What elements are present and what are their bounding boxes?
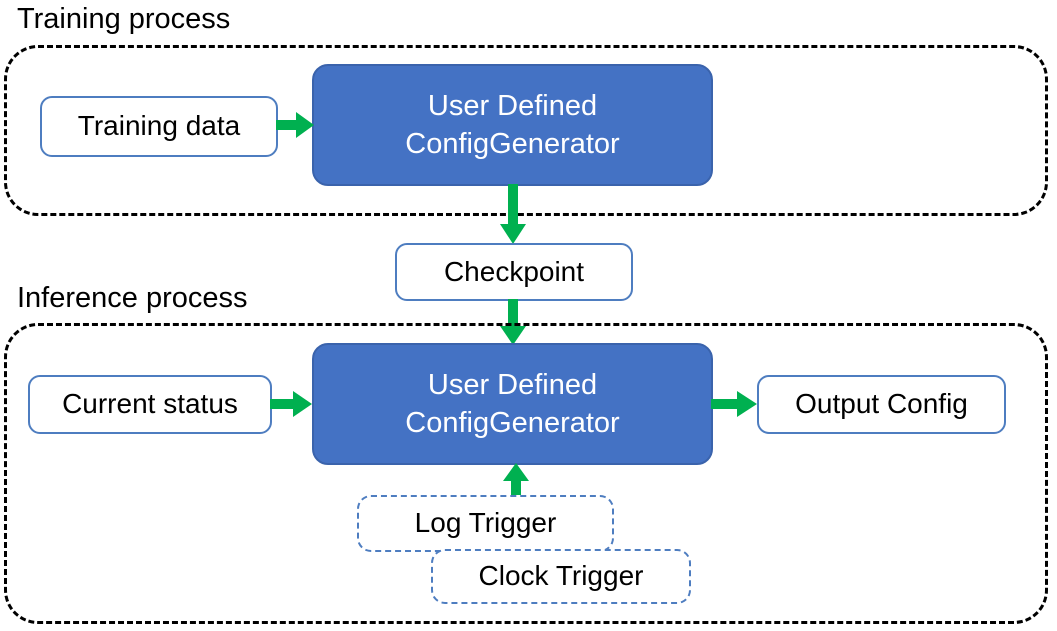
node-log-trigger[interactable]: Log Trigger <box>357 495 614 552</box>
arrow-generator-to-output-config-icon <box>711 389 759 419</box>
generator-training-label-line2: ConfigGenerator <box>405 128 620 160</box>
arrow-current-status-to-generator-icon <box>270 389 314 419</box>
node-checkpoint-label: Checkpoint <box>443 255 585 287</box>
node-clock-trigger-label: Clock Trigger <box>478 560 644 592</box>
node-output-config-label: Output Config <box>795 388 968 420</box>
training-process-container <box>4 45 1048 216</box>
node-clock-trigger[interactable]: Clock Trigger <box>431 549 691 604</box>
inference-process-container <box>4 323 1048 624</box>
node-current-status[interactable]: Current status <box>28 375 272 434</box>
node-log-trigger-label: Log Trigger <box>414 507 557 539</box>
generator-training-label-line1: User Defined <box>427 89 598 122</box>
node-output-config[interactable]: Output Config <box>757 375 1006 434</box>
node-training-data-label: Training data <box>77 110 241 142</box>
generator-inference-label-line1: User Defined <box>427 368 598 401</box>
arrow-log-trigger-to-generator-icon <box>501 463 531 499</box>
node-current-status-label: Current status <box>62 388 238 420</box>
node-checkpoint[interactable]: Checkpoint <box>395 243 633 301</box>
inference-process-title: Inference process <box>17 282 248 314</box>
node-user-defined-config-generator-training[interactable]: User Defined ConfigGenerator <box>312 64 713 186</box>
generator-inference-label-line2: ConfigGenerator <box>405 407 620 439</box>
arrow-generator-to-checkpoint-icon <box>498 184 528 246</box>
node-training-data[interactable]: Training data <box>40 96 278 157</box>
node-user-defined-config-generator-inference[interactable]: User Defined ConfigGenerator <box>312 343 713 465</box>
training-process-title: Training process <box>17 3 231 35</box>
arrow-checkpoint-to-generator-icon <box>498 299 528 347</box>
arrow-training-data-to-generator-icon <box>276 110 316 140</box>
